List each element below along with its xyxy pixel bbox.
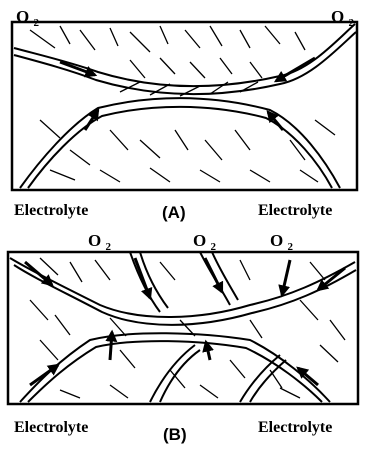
panel-a-o2-label-left: O 2 [16, 7, 39, 29]
panel-b-fibers [30, 258, 345, 398]
panel-b-electrolyte-left: Electrolyte [14, 419, 88, 436]
panel-b-frame [8, 252, 358, 404]
panel-b: O 2 O 2 O 2 [8, 231, 358, 444]
panel-a-label: (A) [162, 203, 186, 222]
panel-b-o2-label-2: O 2 [193, 231, 216, 253]
o2-subscript: 2 [287, 241, 293, 253]
panel-b-electrolyte-right: Electrolyte [258, 419, 332, 436]
o2-subscript: 2 [210, 241, 216, 253]
panel-a-electrolyte-left: Electrolyte [14, 202, 88, 219]
o2-subscript: 2 [105, 241, 111, 253]
panel-b-label: (B) [163, 425, 187, 444]
panel-a-fibers [30, 26, 335, 182]
panel-a-o2-label-right: O 2 [331, 7, 354, 29]
panel-b-o2-label-3: O 2 [270, 231, 293, 253]
o2-subscript: 2 [33, 17, 39, 29]
panel-a: O 2 O 2 Electrolyte (A) El [12, 7, 357, 222]
panel-b-o2-label-1: O 2 [88, 231, 111, 253]
panel-a-electrolyte-right: Electrolyte [258, 202, 332, 219]
